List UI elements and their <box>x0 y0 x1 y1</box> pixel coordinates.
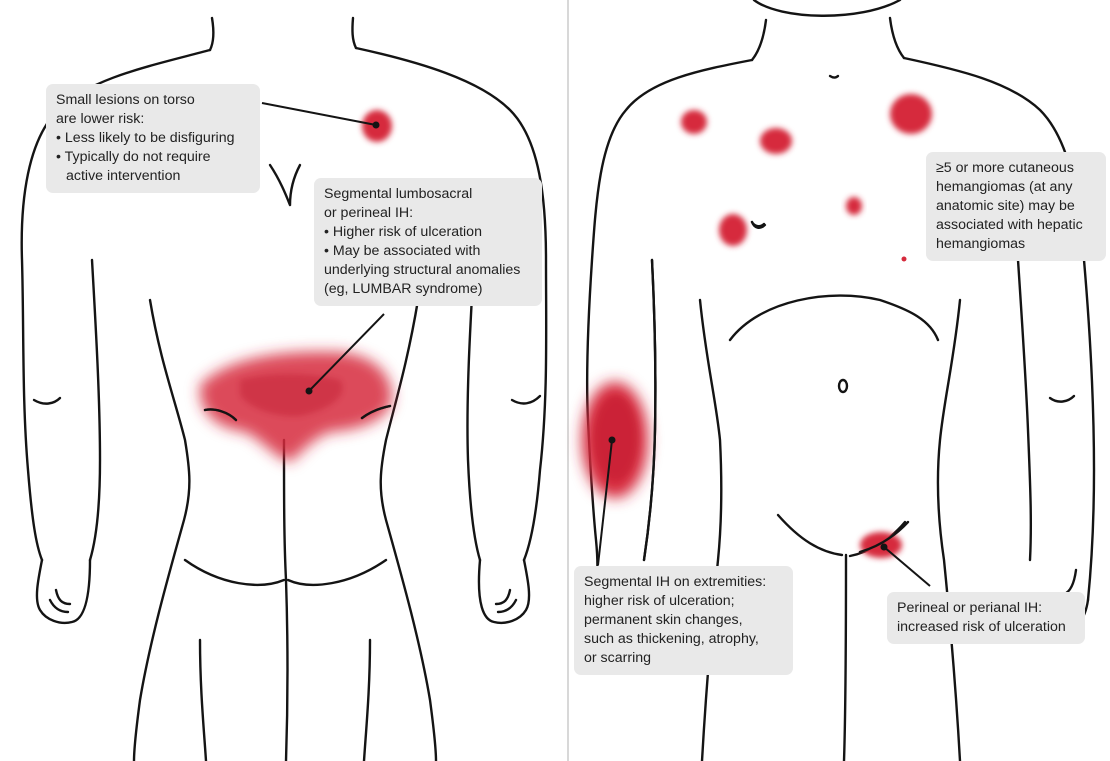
front-torso-right-side <box>938 300 960 761</box>
callout-torso-small-bullet2-cont: active intervention <box>56 167 250 186</box>
callout-torso-small-bullet2: Typically do not require <box>56 148 250 167</box>
extremity-lesion-core <box>594 396 638 480</box>
back-torso-left-side <box>134 300 189 761</box>
back-left-elbow <box>34 398 60 404</box>
back-right-hand <box>479 560 529 623</box>
front-left-shoulder <box>587 60 752 590</box>
callout-torso-small-line2: are lower risk: <box>56 110 250 129</box>
callout-multiple-line5: hemangiomas <box>936 235 1096 254</box>
leader-dot-torso-small <box>373 122 380 129</box>
back-neck-right <box>352 18 356 48</box>
chest-lesion-3 <box>890 94 932 134</box>
front-chin <box>754 0 900 16</box>
callout-extremities-line4: such as thickening, atrophy, <box>584 630 783 649</box>
callout-multiple-line3: anatomic site) may be <box>936 197 1096 216</box>
callout-lumbosacral-line2: or perineal IH: <box>324 204 532 223</box>
chest-lesion-1 <box>681 110 707 134</box>
callout-extremities-line1: Segmental IH on extremities: <box>584 573 783 592</box>
leader-dot-perineal <box>881 544 888 551</box>
back-buttock-crease <box>284 440 288 761</box>
front-inner-arm-overlay <box>644 260 655 560</box>
back-buttock-fold-right <box>288 560 386 585</box>
back-left-inner-arm <box>90 260 100 560</box>
back-neck-left <box>210 18 213 50</box>
callout-perineal-line1: Perineal or perianal IH: <box>897 599 1075 618</box>
callout-torso-small: Small lesions on torso are lower risk: L… <box>46 84 260 193</box>
leader-dot-lumbosacral <box>306 388 313 395</box>
front-neck-right <box>890 18 904 58</box>
leader-torso-small <box>262 103 376 125</box>
callout-torso-small-bullet1: Less likely to be disfiguring <box>56 129 250 148</box>
back-torso-right-side <box>381 300 436 761</box>
chest-lesion-5 <box>846 197 862 215</box>
front-crotch <box>844 555 846 761</box>
back-left-hand <box>37 560 90 623</box>
leader-dot-extremities <box>609 437 616 444</box>
callout-lumbosacral-line4: (eg, LUMBAR syndrome) <box>324 280 532 299</box>
callout-perineal-line2: increased risk of ulceration <box>897 618 1075 637</box>
callout-extremities-line2: higher risk of ulceration; <box>584 592 783 611</box>
back-spine-mark <box>270 165 300 205</box>
callout-extremities-line5: or scarring <box>584 649 783 668</box>
leader-perineal <box>884 547 930 586</box>
callout-lumbosacral-bullet2: May be associated with <box>324 242 532 261</box>
back-left-leg-inner <box>200 640 206 761</box>
front-navel <box>839 380 847 392</box>
front-neck-left <box>752 20 766 60</box>
chest-lesion-6 <box>902 257 907 262</box>
callout-multiple-hemangiomas: ≥5 or more cutaneous hemangiomas (at any… <box>926 152 1106 261</box>
chest-lesion-2 <box>760 128 792 154</box>
callout-extremities-line3: permanent skin changes, <box>584 611 783 630</box>
callout-multiple-line4: associated with hepatic <box>936 216 1096 235</box>
back-right-leg-inner <box>364 640 370 761</box>
perineal-lesion <box>860 532 902 558</box>
front-right-elbow <box>1050 396 1074 402</box>
chest-lesion-4 <box>719 214 747 246</box>
callout-extremities: Segmental IH on extremities: higher risk… <box>574 566 793 675</box>
callout-lumbosacral-line3: underlying structural anomalies <box>324 261 532 280</box>
callout-lumbosacral-line1: Segmental lumbosacral <box>324 185 532 204</box>
front-groin-left <box>778 515 842 555</box>
front-belly-curve <box>730 296 938 340</box>
callout-torso-small-line1: Small lesions on torso <box>56 91 250 110</box>
back-buttock-fold-left <box>185 560 284 585</box>
callout-perineal: Perineal or perianal IH: increased risk … <box>887 592 1085 644</box>
front-sternum-mark <box>830 76 838 78</box>
front-right-inner-arm <box>1018 260 1031 560</box>
back-right-elbow <box>512 396 540 403</box>
callout-lumbosacral: Segmental lumbosacral or perineal IH: Hi… <box>314 178 542 306</box>
callout-multiple-line1: ≥5 or more cutaneous <box>936 159 1096 178</box>
callout-multiple-line2: hemangiomas (at any <box>936 178 1096 197</box>
front-torso-left-side <box>700 300 721 761</box>
callout-lumbosacral-bullet1: Higher risk of ulceration <box>324 223 532 242</box>
